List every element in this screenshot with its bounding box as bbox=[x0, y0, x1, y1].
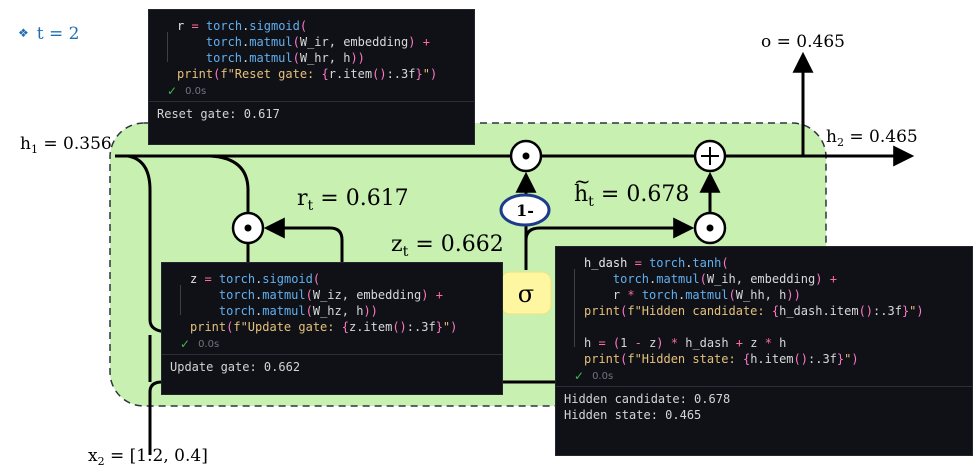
update-gate-value-label: zt = 0.662 bbox=[391, 232, 504, 260]
update-output-line: Update gate: 0.662 bbox=[170, 360, 301, 374]
check-icon: ✓ bbox=[167, 84, 178, 98]
one-minus-label: 1- bbox=[516, 201, 534, 220]
reset-gate-value-label: rt = 0.617 bbox=[297, 186, 409, 214]
hidden-state-code-cell[interactable]: h_dash = torch.tanh( torch.matmul(W_ih, … bbox=[555, 246, 973, 456]
h-branch-to-update bbox=[127, 154, 152, 320]
sigma-label: σ bbox=[518, 280, 534, 308]
reset-cell-time: 0.0s bbox=[185, 85, 207, 97]
h-branch-to-reset-mult bbox=[209, 154, 250, 212]
reset-gate-code[interactable]: r = torch.sigmoid( torch.matmul(W_ir, em… bbox=[149, 10, 474, 84]
hidden-output-line-1: Hidden candidate: 0.678 bbox=[564, 392, 731, 406]
update-cell-output: Update gate: 0.662 bbox=[162, 354, 502, 379]
candidate-value-label: ht = 0.678 bbox=[574, 172, 689, 209]
update-to-candidate-mult bbox=[524, 217, 695, 252]
update-gate-code-cell[interactable]: z = torch.sigmoid( torch.matmul(W_iz, em… bbox=[161, 262, 503, 395]
diamond-bullet-icon: ❖ bbox=[18, 26, 29, 40]
hidden-cell-time: 0.0s bbox=[592, 370, 614, 382]
reset-output-line: Reset gate: 0.617 bbox=[157, 107, 280, 121]
hidden-cell-output: Hidden candidate: 0.678 Hidden state: 0.… bbox=[556, 386, 972, 427]
hidden-output-line-2: Hidden state: 0.465 bbox=[564, 408, 702, 422]
reset-cell-output: Reset gate: 0.617 bbox=[149, 101, 474, 126]
one-minus-node bbox=[499, 193, 551, 227]
hidden-state-code[interactable]: h_dash = torch.tanh( torch.matmul(W_ih, … bbox=[556, 247, 972, 369]
h2-label: h2 = 0.465 bbox=[826, 127, 918, 149]
h1-label: h1 = 0.356 bbox=[20, 134, 112, 156]
reset-gate-path bbox=[263, 217, 344, 262]
time-step-text: t = 2 bbox=[36, 24, 80, 44]
hidden-cell-status: ✓ 0.0s bbox=[556, 369, 972, 386]
time-step-label: ❖ t = 2 bbox=[18, 24, 79, 44]
reset-cell-status: ✓ 0.0s bbox=[149, 84, 474, 101]
check-icon: ✓ bbox=[574, 369, 585, 383]
output-label: o = 0.465 bbox=[761, 32, 845, 52]
reset-gate-code-cell[interactable]: r = torch.sigmoid( torch.matmul(W_ir, em… bbox=[148, 9, 475, 145]
check-icon: ✓ bbox=[180, 337, 191, 351]
update-gate-code[interactable]: z = torch.sigmoid( torch.matmul(W_iz, em… bbox=[162, 263, 502, 337]
update-cell-time: 0.0s bbox=[198, 338, 220, 350]
update-cell-status: ✓ 0.0s bbox=[162, 337, 502, 354]
x2-label: x2 = [1.2, 0.4] bbox=[88, 446, 208, 468]
